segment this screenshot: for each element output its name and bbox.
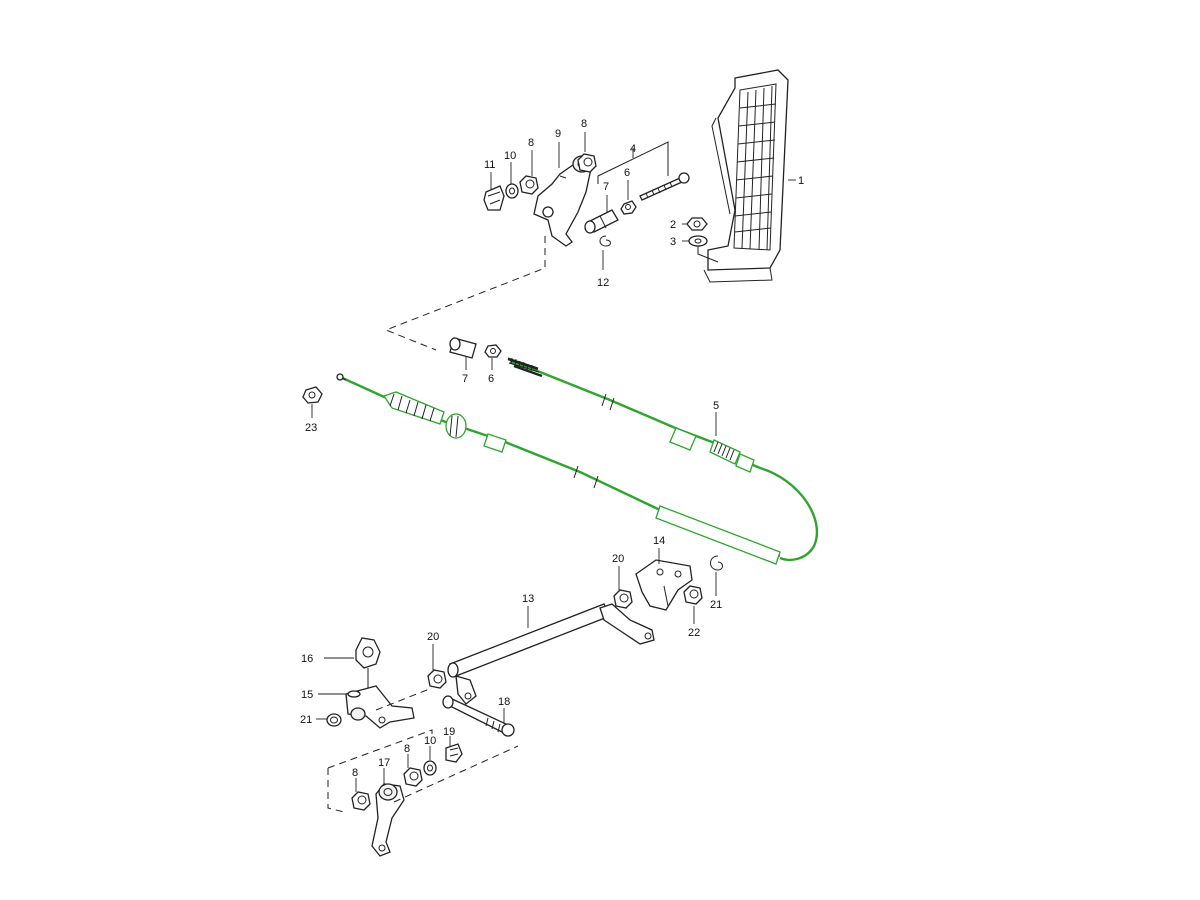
link-rod-18[interactable] (442, 695, 515, 737)
bushing-8c[interactable] (403, 767, 423, 787)
spring-clip-19[interactable] (445, 743, 463, 763)
pedal-washer[interactable] (688, 235, 708, 247)
label-17: 17 (378, 757, 390, 769)
lock-nut-upper[interactable] (620, 200, 637, 215)
bracket-14[interactable] (635, 559, 693, 611)
bushing-20b[interactable] (427, 669, 447, 689)
ball-socket-upper[interactable] (584, 209, 619, 234)
label-16: 16 (301, 653, 313, 665)
label-23: 23 (305, 422, 317, 434)
bushing-8b[interactable] (519, 175, 539, 195)
bushing-20a[interactable] (613, 589, 633, 609)
label-20a: 20 (612, 553, 624, 565)
bushing-22[interactable] (683, 585, 703, 605)
label-7b: 7 (462, 373, 468, 385)
pedal-rod[interactable] (639, 172, 690, 201)
bushing-8a[interactable] (577, 153, 597, 173)
lower-lever-17[interactable] (371, 783, 405, 857)
label-15: 15 (301, 689, 313, 701)
label-8d: 8 (352, 767, 358, 779)
throttle-shaft[interactable] (447, 603, 655, 705)
throttle-cable[interactable] (336, 357, 819, 565)
label-5: 5 (713, 400, 719, 412)
label-8b: 8 (528, 137, 534, 149)
label-3: 3 (670, 236, 676, 248)
part-labels: 1 2 3 4 5 6 6 7 7 8 8 8 8 9 10 10 11 12 … (300, 118, 804, 779)
label-9: 9 (555, 128, 561, 140)
accelerator-pedal[interactable] (703, 69, 789, 283)
label-7a: 7 (603, 181, 609, 193)
washer-10b[interactable] (423, 760, 437, 776)
pedal-nut[interactable] (686, 217, 708, 231)
label-22: 22 (688, 627, 700, 639)
label-18: 18 (498, 696, 510, 708)
bushing-8d[interactable] (351, 791, 371, 811)
label-10a: 10 (504, 150, 516, 162)
label-4: 4 (630, 143, 636, 155)
label-19: 19 (443, 726, 455, 738)
label-14: 14 (653, 535, 665, 547)
washer-10a[interactable] (505, 183, 519, 199)
label-8a: 8 (581, 118, 587, 130)
label-21b: 21 (300, 714, 312, 726)
label-2: 2 (670, 219, 676, 231)
label-1: 1 (798, 175, 804, 187)
label-12: 12 (597, 277, 609, 289)
retaining-clip[interactable] (599, 235, 611, 247)
label-8c: 8 (404, 743, 410, 755)
label-13: 13 (522, 593, 534, 605)
circlip-21a[interactable] (710, 555, 723, 571)
circlip-21b[interactable] (326, 713, 342, 727)
label-21a: 21 (710, 599, 722, 611)
spring-clip-11[interactable] (483, 185, 505, 211)
label-6a: 6 (624, 167, 630, 179)
label-20b: 20 (427, 631, 439, 643)
label-6b: 6 (488, 373, 494, 385)
label-11: 11 (484, 159, 495, 171)
label-10b: 10 (424, 735, 436, 747)
nut-23[interactable] (302, 386, 323, 404)
lever-15[interactable] (345, 685, 415, 729)
lock-nut-cable[interactable] (484, 344, 502, 358)
clamp-16[interactable] (355, 637, 381, 669)
ball-socket-cable[interactable] (449, 337, 477, 359)
